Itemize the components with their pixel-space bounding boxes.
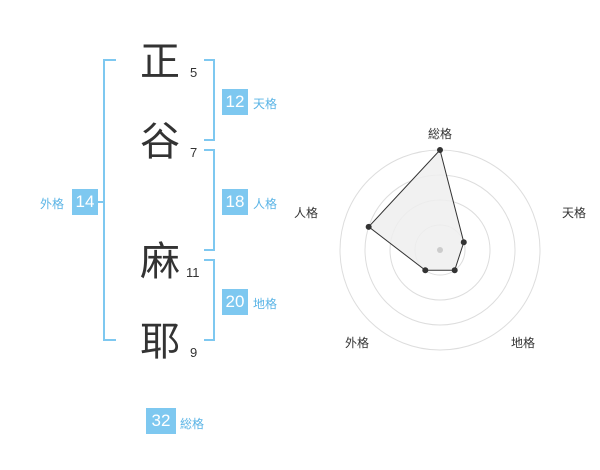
radar-series-area [367,148,465,271]
radar-axis-label: 天格 [562,205,586,220]
tenkaku-bracket [204,59,215,141]
stroke-count-3: 11 [186,265,200,280]
radar-center-dot [437,247,443,253]
chikaku-label: 地格 [253,297,278,311]
gaikaku-bracket [103,59,116,341]
radar-point-1 [437,147,443,153]
radar-point-3 [451,267,458,274]
radar-axis-label: 人格 [294,205,318,220]
jinkaku-value: 18 [222,189,248,215]
jinkaku-label: 人格 [253,197,278,211]
radar-point-2 [460,239,467,246]
stroke-count-4: 9 [190,345,198,360]
name-char-1: 正 [140,39,180,85]
stroke-count-2: 7 [190,145,198,160]
tenkaku-label: 天格 [253,97,278,111]
chikaku-bracket [204,259,215,341]
tenkaku-value: 12 [222,89,248,115]
soukaku-value: 32 [146,408,176,434]
name-char-3: 麻 [140,239,180,285]
gaikaku-value: 14 [72,189,98,215]
radar-point-5 [365,223,372,230]
gaikaku-label: 外格 [40,197,65,211]
jinkaku-bracket [204,149,215,251]
stroke-count-1: 5 [190,65,198,80]
soukaku-label: 総格 [180,417,205,431]
radar-axis-label: 外格 [345,335,369,350]
name-char-4: 耶 [140,319,180,365]
radar-point-4 [422,267,429,274]
name-char-2: 谷 [140,119,180,165]
radar-axis-label: 地格 [511,335,535,350]
chikaku-value: 20 [222,289,248,315]
radar-axis-label: 総格 [428,126,452,141]
